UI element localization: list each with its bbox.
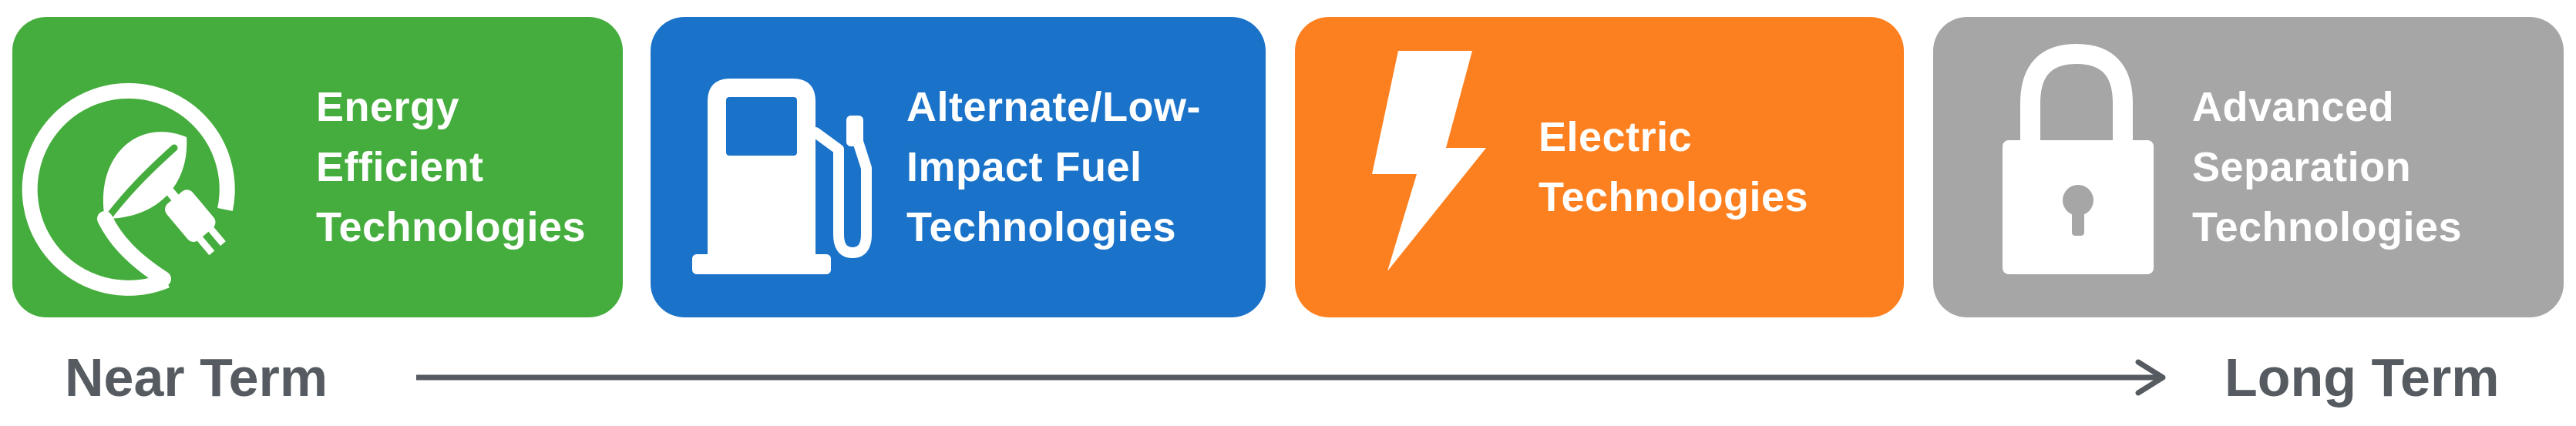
- card-label-line: Impact Fuel: [906, 144, 1142, 190]
- card-label-line: Technologies: [1539, 174, 1809, 220]
- card-label: Electric Technologies: [1539, 17, 1808, 317]
- card-label-line: Technologies: [316, 204, 587, 250]
- near-term-label: Near Term: [65, 347, 328, 408]
- card-label-line: Technologies: [906, 204, 1177, 250]
- card-label-line: Alternate/Low-: [906, 84, 1202, 130]
- card-electric: Electric Technologies: [1295, 17, 1904, 317]
- padlock-icon: [1959, 17, 2198, 317]
- card-label-line: Electric: [1539, 114, 1693, 160]
- leaf-plug-icon: [12, 17, 274, 317]
- card-label-line: Advanced: [2192, 84, 2395, 130]
- card-label-line: Separation: [2192, 144, 2412, 190]
- fuel-pump-icon: [661, 17, 893, 317]
- long-term-label: Long Term: [2225, 347, 2500, 408]
- card-label: Energy Efficient Technologies: [316, 17, 586, 317]
- card-label: Alternate/Low- Impact Fuel Technologies: [906, 17, 1201, 317]
- card-energy-efficient: Energy Efficient Technologies: [12, 17, 623, 317]
- card-label-line: Technologies: [2192, 204, 2463, 250]
- lightning-bolt-icon: [1337, 17, 1545, 317]
- card-advanced-separation: Advanced Separation Technologies: [1933, 17, 2564, 317]
- card-label: Advanced Separation Technologies: [2192, 17, 2462, 317]
- timeline-arrow-icon: [416, 359, 2166, 396]
- card-alternate-fuel: Alternate/Low- Impact Fuel Technologies: [651, 17, 1266, 317]
- card-label-line: Efficient: [316, 144, 484, 190]
- card-label-line: Energy: [316, 84, 460, 130]
